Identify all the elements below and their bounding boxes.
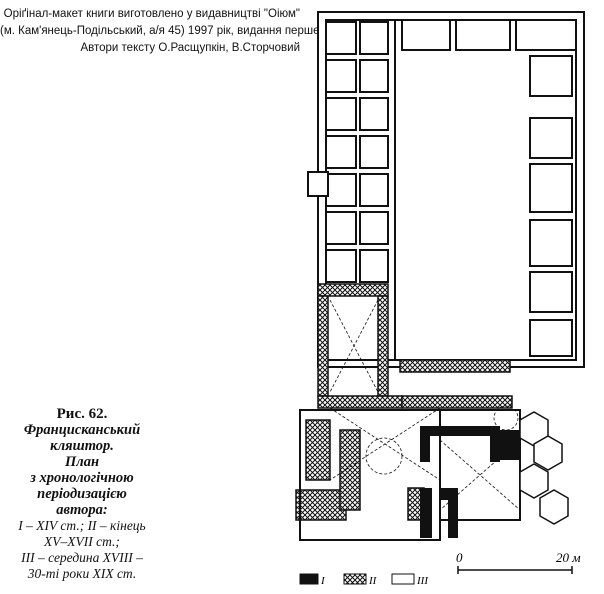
- caption-plan-1: План: [64, 454, 100, 470]
- caption-period-3: III – середина XVIII –: [21, 550, 143, 565]
- apse-cells: [519, 411, 569, 525]
- vault-lines: [329, 299, 521, 511]
- legend-label-ii: II: [368, 575, 378, 587]
- west-cells: [307, 21, 389, 283]
- legend-swatch-i: [299, 573, 319, 585]
- church-outline: [299, 409, 521, 541]
- publisher-header: Оріґінал-макет книги виготовлено у видав…: [0, 6, 320, 57]
- header-line-2: (м. Кам'янець-Подільський, а/я 45) 1997 …: [0, 25, 320, 37]
- header-line-1: Оріґінал-макет книги виготовлено у видав…: [3, 8, 300, 20]
- figure-number: Рис. 62.: [56, 406, 108, 422]
- caption-title-1: Францисканський: [23, 422, 141, 438]
- scale-end: 20 м: [556, 550, 581, 565]
- scale-bar: 0 20 м: [456, 550, 581, 574]
- caption-period-2: XV–XVII ст.;: [44, 534, 120, 549]
- header-line-3: Автори тексту О.Расщупкін, В.Сторчовий: [80, 42, 300, 54]
- caption-period-4: 30-ті роки XIX ст.: [27, 566, 137, 581]
- legend-swatch-iii: [391, 573, 415, 585]
- figure-caption: Рис. 62. Францисканський кляштор. План з…: [6, 406, 158, 582]
- period-i-church: [420, 426, 520, 538]
- north-top-rooms: [401, 19, 577, 51]
- east-rooms: [529, 55, 573, 357]
- legend-swatch-ii: [343, 573, 367, 585]
- caption-plan-4: автора:: [56, 502, 108, 518]
- scale-start: 0: [456, 550, 463, 565]
- caption-title-2: кляштор.: [50, 438, 114, 454]
- legend-label-i: I: [320, 575, 326, 587]
- caption-plan-2: з хронологічною: [30, 470, 134, 486]
- period-ii-west: [295, 283, 513, 521]
- caption-period-1: I – XIV ст.; II – кінець: [18, 518, 146, 533]
- legend-label-iii: III: [416, 575, 429, 587]
- legend: I II III: [299, 573, 429, 587]
- caption-plan-3: періодизацією: [37, 486, 127, 502]
